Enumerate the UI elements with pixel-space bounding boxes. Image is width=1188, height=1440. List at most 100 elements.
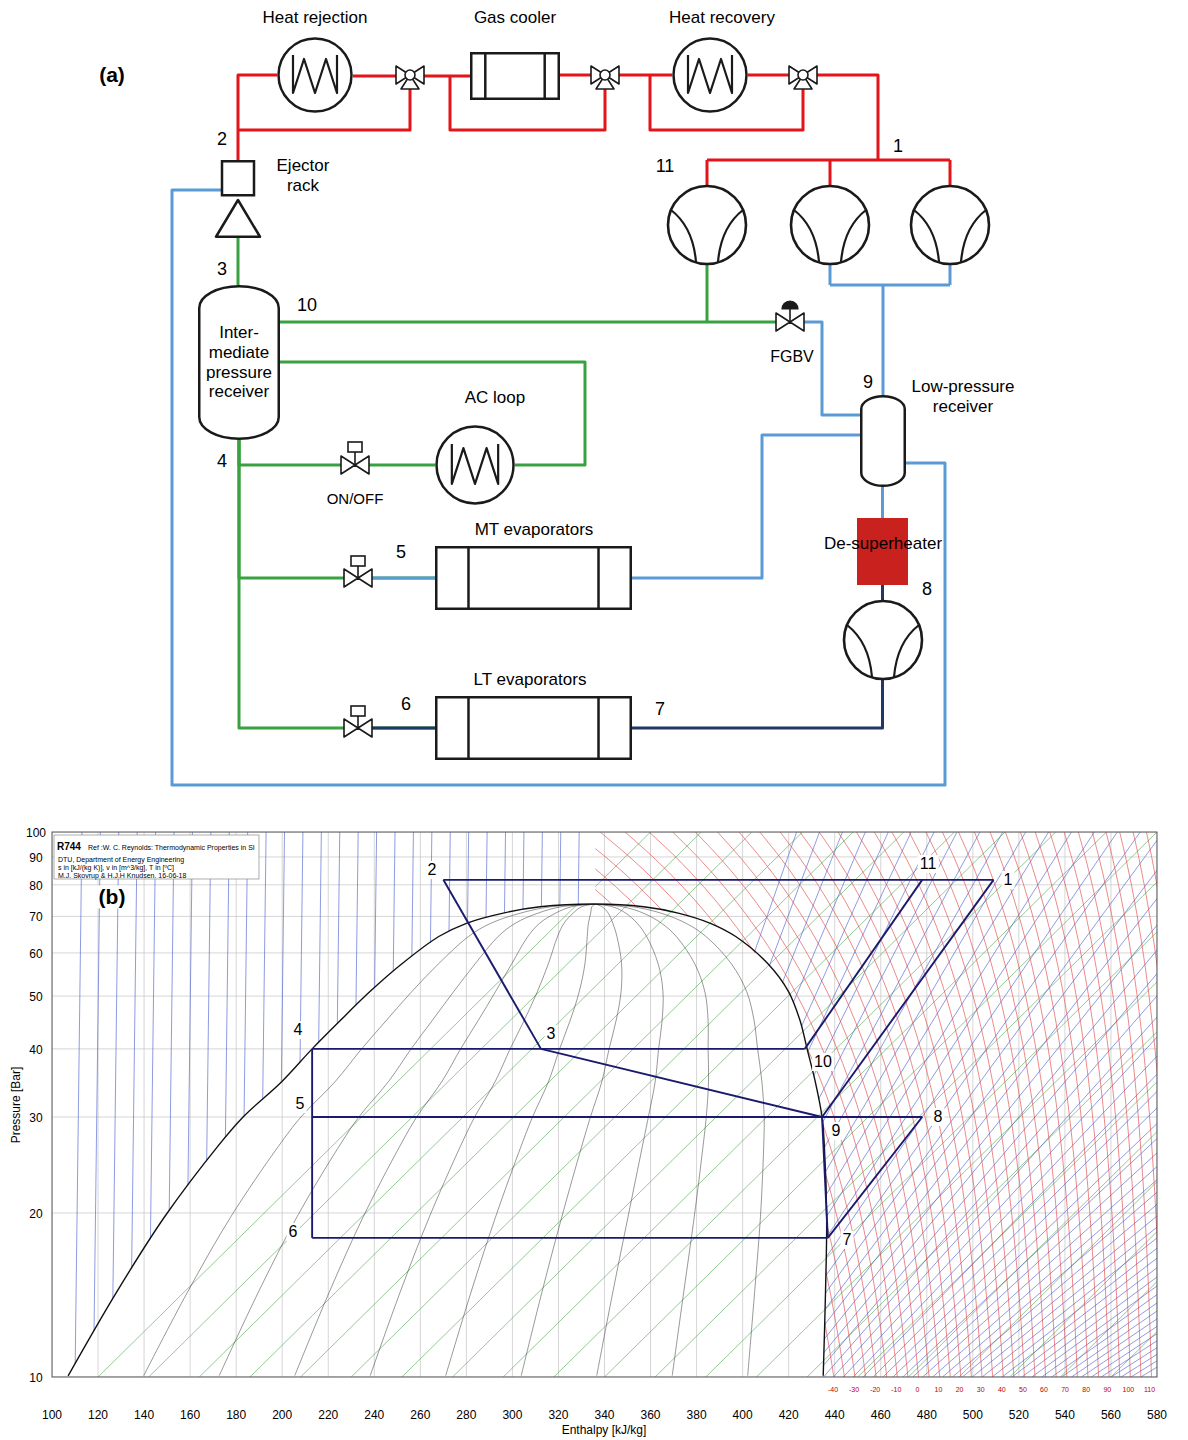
axis-tick-holder: 90	[29, 848, 42, 866]
compressor-body	[791, 186, 869, 264]
info-box	[54, 835, 259, 879]
isentrope-line	[615, 832, 819, 1377]
liquid-isentrope-line	[443, 832, 450, 1377]
exchanger-coil	[293, 55, 337, 93]
cycle-line	[828, 1117, 922, 1238]
callout-number: 6	[401, 695, 411, 715]
isotherm-line	[520, 832, 834, 1377]
isotherm-label: 60	[1040, 1386, 1048, 1394]
cycle-line	[312, 1048, 805, 1050]
isotherm-label-holder: 100	[1123, 1378, 1135, 1396]
isochore-line	[1010, 832, 1188, 1377]
node-label: ON/OFF	[315, 490, 395, 507]
isentrope-line	[853, 832, 1188, 1377]
callout-number: 5	[396, 543, 406, 563]
callout-number: 2	[426, 861, 439, 879]
cycle-line	[822, 1117, 828, 1238]
callout-number-holder: 10	[812, 1053, 834, 1071]
quality	[144, 904, 765, 1376]
isotherm-label-holder: 80	[1082, 1378, 1090, 1396]
isentrope-line	[754, 832, 1140, 1377]
axis-tick: 100	[26, 827, 46, 840]
evaporator: MT evaporators	[435, 546, 632, 610]
pipe-connector	[881, 487, 884, 518]
isentrope-line	[992, 832, 1188, 1377]
callout-number-holder: 4	[292, 1021, 305, 1039]
axis-tick: 200	[272, 1409, 292, 1422]
cycle-line	[312, 1116, 922, 1118]
axis-tick: 500	[963, 1409, 983, 1422]
compressor-inner	[914, 210, 986, 262]
exchanger-header	[484, 53, 487, 99]
isentrope-line	[625, 832, 842, 1377]
isentrope-line	[943, 832, 1188, 1377]
isentrope-line	[665, 832, 934, 1377]
isotherm-line	[1120, 832, 1173, 1377]
liquid-isentrope-line	[333, 832, 340, 1377]
exchanger-coil	[688, 55, 732, 93]
isotherm-label: 100	[1123, 1386, 1135, 1394]
isotherm-line	[1035, 832, 1109, 1377]
axis-tick-holder: 100	[42, 1405, 62, 1423]
node-shape	[470, 52, 560, 100]
isotherm-line	[1133, 832, 1183, 1377]
callout-number-holder: 3	[545, 1025, 558, 1043]
quality-line	[595, 904, 663, 1376]
isotherm-line	[800, 832, 961, 1377]
liquid-isentrope-line	[75, 832, 82, 1377]
isentrope-line	[685, 832, 980, 1377]
chart-note-holder: s in [kJ/(kg K)], v in [m^3/kg], T in [º…	[58, 856, 174, 874]
axis-tick-holder: 10	[29, 1368, 42, 1386]
chart-note: DTU, Department of Energy Engineering	[58, 856, 184, 864]
isochore-line	[706, 832, 1188, 1377]
valve-stem	[354, 452, 356, 465]
callout-number-holder: 3	[217, 260, 227, 280]
axis-tick-holder: 20	[29, 1204, 42, 1222]
callout-number-holder: 11	[918, 855, 939, 873]
pipe-connector	[239, 440, 435, 578]
pipe-line	[706, 160, 709, 186]
compressor-body	[844, 601, 922, 679]
quality-line	[446, 904, 596, 1376]
ejector-body	[222, 161, 254, 195]
cycle-line	[805, 880, 922, 1049]
axis-tick-holder: 480	[917, 1405, 937, 1423]
isentrope-line	[1042, 832, 1188, 1377]
liquid-isentrope-line	[480, 832, 487, 1377]
exchanger-body	[437, 427, 514, 504]
isentrope-line	[883, 832, 1188, 1377]
callout-number: 8	[922, 580, 932, 600]
axis-tick: 90	[29, 852, 42, 865]
isentrope	[605, 832, 1188, 1377]
grid-line	[742, 832, 743, 1377]
axis-tick: 160	[180, 1409, 200, 1422]
axis-title-holder: Pressure [Bar]	[6, 1067, 24, 1144]
axis-tick: 80	[29, 880, 42, 893]
axis-tick-holder: 440	[825, 1405, 845, 1423]
node-label: Low-pressure receiver	[905, 377, 1021, 416]
pipe-line	[829, 264, 832, 285]
pipe-connector	[632, 435, 860, 578]
isentrope-line	[814, 832, 1188, 1377]
panel-label: (a)	[99, 63, 125, 86]
callout-number-holder: 2	[426, 861, 439, 879]
axis-tick-holder: 50	[29, 987, 42, 1005]
callout-number: 3	[217, 260, 227, 280]
valve-body	[405, 70, 415, 80]
isotherm-label-holder: 10	[935, 1378, 943, 1396]
receiver-vessel: Low-pressure receiver	[860, 395, 906, 487]
isochore-line	[1162, 832, 1188, 1377]
callout-number: 1	[1002, 871, 1015, 889]
callout-number-holder: 7	[655, 700, 665, 720]
isotherm-label-holder: -40	[828, 1378, 838, 1396]
liquid-isentrope-line	[572, 832, 579, 1377]
isentrope-line	[1081, 832, 1188, 1377]
axis-tick: 360	[641, 1409, 661, 1422]
isentrope-line	[1022, 832, 1188, 1377]
valve-actuator	[782, 301, 798, 309]
node-shape	[860, 395, 906, 487]
isotherm-line	[1050, 832, 1120, 1377]
valve-stem	[357, 716, 359, 728]
node-label: Ejector rack	[265, 156, 341, 195]
isotherm-label: -20	[870, 1386, 880, 1394]
